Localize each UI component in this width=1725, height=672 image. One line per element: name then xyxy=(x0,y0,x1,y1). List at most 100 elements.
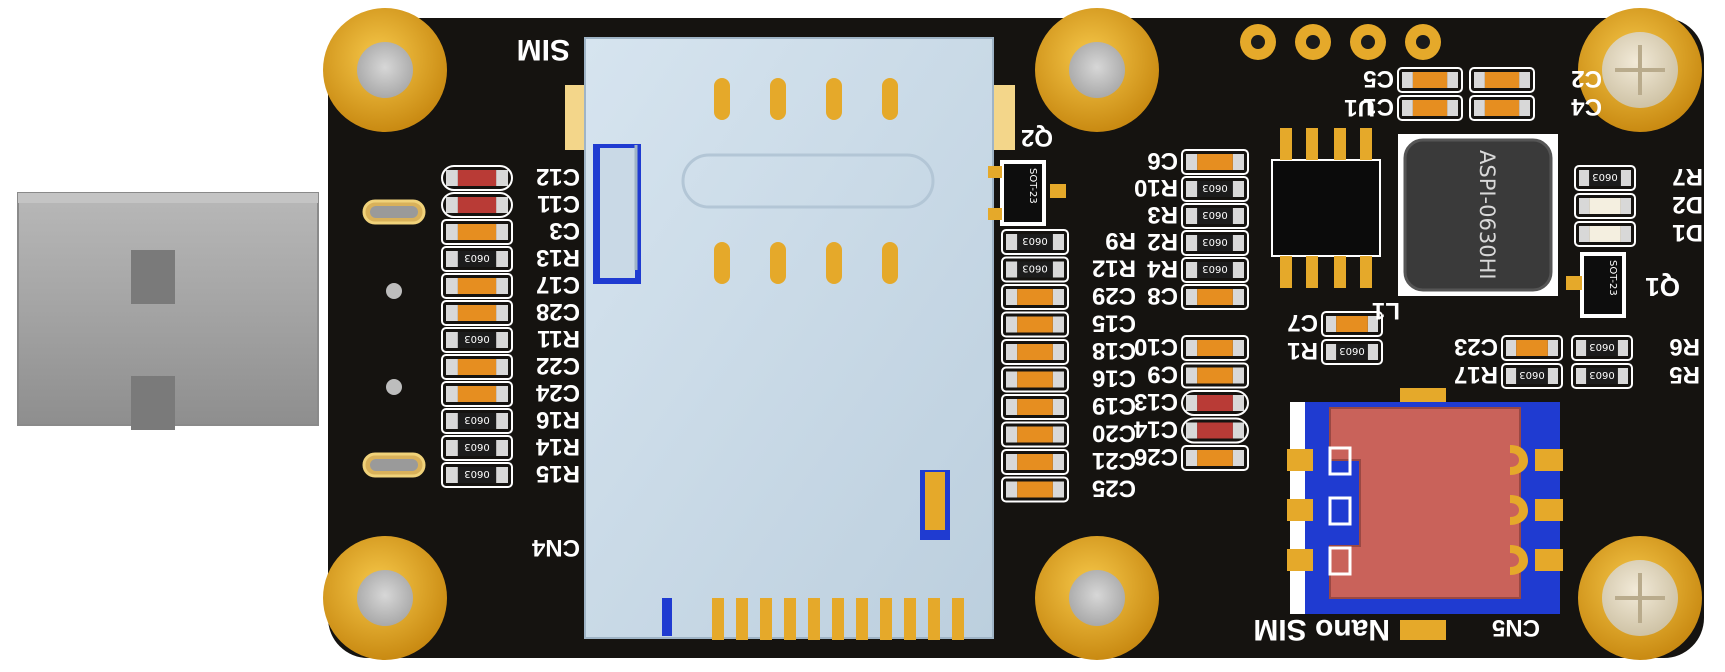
designator-c17: C17 xyxy=(536,271,580,298)
smd-pad xyxy=(1006,371,1018,388)
designator-c12: C12 xyxy=(536,163,580,190)
smd-outline xyxy=(1469,95,1535,121)
smd-pad xyxy=(1006,344,1018,360)
designator-r12: R12 xyxy=(1092,255,1136,282)
silkscreen-labels: SIM Nano SIM CN4 CN5 Q2 U1 L1 Q1 xyxy=(517,33,1680,646)
smd-outline xyxy=(441,462,513,488)
pkg-0603-label: 0603 xyxy=(464,441,489,452)
sim-card-holder xyxy=(565,37,1015,640)
smd-pad xyxy=(446,413,458,429)
smd-pad xyxy=(1620,170,1631,186)
smd-outline xyxy=(1181,176,1249,202)
smd-outline xyxy=(1001,339,1069,365)
nano-sim-left-pins xyxy=(1287,449,1313,571)
smd-outline xyxy=(1321,311,1383,337)
pkg-0603-label: 0603 xyxy=(1022,235,1047,246)
pkg-0603-label: 0603 xyxy=(464,468,489,479)
smd-pad xyxy=(1576,368,1587,384)
smd-pad xyxy=(1052,261,1064,278)
smd-pad xyxy=(1232,262,1244,278)
designator-r15: R15 xyxy=(536,460,580,487)
cn4-label: CN4 xyxy=(531,534,580,561)
smd-outline xyxy=(441,435,513,461)
smd-pad xyxy=(1579,170,1590,186)
sim-bottom-pins xyxy=(712,598,964,640)
nano-sim-holder xyxy=(1287,388,1563,640)
smd-body xyxy=(1336,316,1368,332)
designator-r10: R10 xyxy=(1134,174,1178,201)
smd-body xyxy=(1197,422,1233,439)
pkg-0603-label: 0603 xyxy=(1202,236,1227,247)
smd-pad xyxy=(1186,154,1198,170)
smd-outline xyxy=(1571,363,1633,389)
smd-pad xyxy=(1579,226,1590,242)
smd-pad xyxy=(1006,289,1018,305)
smd-body xyxy=(1017,399,1053,415)
pkg-0603-label: 0603 xyxy=(1202,209,1227,220)
cn5-label: CN5 xyxy=(1492,614,1540,641)
smd-pad xyxy=(1547,340,1558,356)
designator-c4: C4 xyxy=(1571,93,1602,120)
smd-c9: C9 xyxy=(1147,361,1249,389)
smd-c16: C16 xyxy=(1001,365,1136,393)
smd-outline xyxy=(441,219,513,245)
designator-d2: D2 xyxy=(1672,191,1703,218)
smd-c3: C3 xyxy=(441,217,580,245)
designator-r13: R13 xyxy=(536,244,580,271)
pkg-0603-label: 0603 xyxy=(1202,182,1227,193)
smd-outline xyxy=(1501,363,1563,389)
designator-c29: C29 xyxy=(1092,282,1136,309)
smd-pad xyxy=(1006,454,1018,470)
designator-r1: R1 xyxy=(1287,337,1318,364)
transistor-q1: SOT-23 xyxy=(1566,252,1626,318)
smd-pad xyxy=(446,359,458,375)
smd-c20: C20 xyxy=(1001,420,1136,448)
nano-sim-right-contacts xyxy=(1510,445,1563,575)
pkg-0603-label: 0603 xyxy=(1339,345,1364,356)
smd-pad xyxy=(496,224,508,240)
smd-pad xyxy=(496,359,508,375)
smd-body xyxy=(457,251,497,267)
designator-c2: C2 xyxy=(1571,65,1602,92)
smd-pad xyxy=(1052,344,1064,360)
smd-pad xyxy=(1232,367,1244,384)
smd-pad xyxy=(1232,208,1244,224)
smd-c19: C19 xyxy=(1001,392,1136,420)
designator-c1: C1 xyxy=(1363,93,1394,120)
smd-body xyxy=(1412,100,1448,116)
designator-c9: C9 xyxy=(1147,361,1178,388)
smd-body xyxy=(457,197,497,213)
smd-outline xyxy=(1181,203,1249,229)
smd-body xyxy=(457,413,497,429)
smd-pad xyxy=(1052,454,1064,470)
designator-c14: C14 xyxy=(1133,416,1178,443)
pkg-0603-label: 0603 xyxy=(1589,341,1614,352)
smd-outline xyxy=(1181,149,1249,175)
smd-outline xyxy=(1001,256,1069,283)
smd-body xyxy=(457,278,497,294)
smd-pad xyxy=(446,197,458,213)
smd-body xyxy=(457,305,497,321)
smd-outline xyxy=(1001,229,1069,255)
smd-body xyxy=(1586,340,1618,356)
u1-label: U1 xyxy=(1344,94,1375,121)
smd-d1: D1 xyxy=(1574,219,1703,247)
smd-pad xyxy=(1447,72,1458,88)
smd-c15: C15 xyxy=(1001,310,1136,338)
smd-pad xyxy=(496,197,508,213)
smd-pad xyxy=(496,305,508,321)
smd-body xyxy=(457,467,497,483)
pkg-0603-label: 0603 xyxy=(1592,171,1617,182)
smd-outline xyxy=(1001,366,1069,393)
designator-c7: C7 xyxy=(1287,309,1318,336)
smd-c4: C4 xyxy=(1469,93,1602,121)
smd-c2: C2 xyxy=(1469,65,1602,93)
smd-body xyxy=(457,440,497,456)
smd-c7: C7 xyxy=(1287,309,1383,337)
smd-outline xyxy=(1181,257,1249,283)
